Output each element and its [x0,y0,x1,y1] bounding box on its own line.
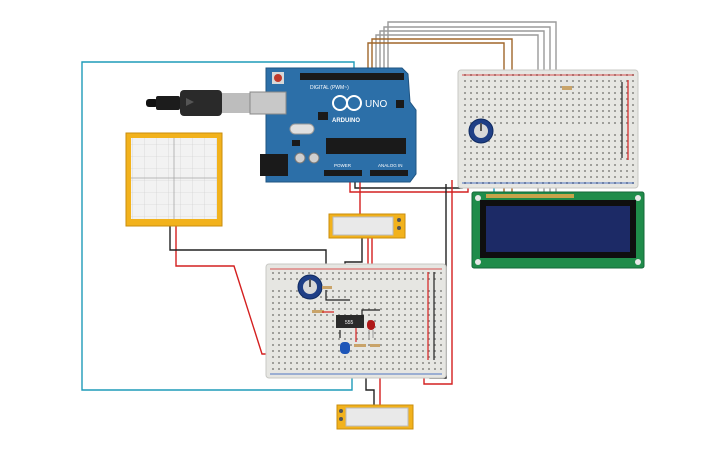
digital-header[interactable] [300,73,404,80]
timer-555-chip: 555 [336,315,364,328]
lcd-pin-header [486,194,574,198]
reset-button[interactable] [274,74,282,82]
model-label: UNO [365,99,387,110]
resistor-4 [370,344,380,347]
multimeter-bottom [336,404,414,430]
arduino-logo: ARDUINO [332,95,362,124]
cyan-loop-wire [81,61,355,391]
analog-header[interactable] [370,170,408,176]
power-label: POWER [334,163,352,168]
timer-chip-label: 555 [345,320,354,326]
resistor-1 [322,286,332,289]
red-led [367,320,375,338]
oscilloscope [125,132,223,227]
backlight-resistor [562,86,572,90]
resistor-3 [354,344,366,347]
lcd-screen [486,206,630,252]
arduino-uno-board[interactable]: DIGITAL (PWM~) ARDUINO UNO POWER ANALOG … [249,67,417,183]
arduino-brand: ARDUINO [332,118,360,124]
meter2-black-wire [365,374,375,405]
lcd-display [471,191,645,269]
main-breadboard[interactable]: 555 [265,263,447,379]
analog-label: ANALOG IN [378,163,403,168]
atmega-chip [326,138,406,154]
digital-label: DIGITAL (PWM~) [310,85,349,91]
resistor-2 [312,310,324,313]
lcd-breadboard[interactable] [457,69,639,189]
power-header[interactable] [324,170,362,176]
contrast-potentiometer[interactable] [468,118,494,144]
timing-potentiometer[interactable] [297,274,323,300]
multimeter-top [328,213,406,239]
capacitor [340,342,350,354]
